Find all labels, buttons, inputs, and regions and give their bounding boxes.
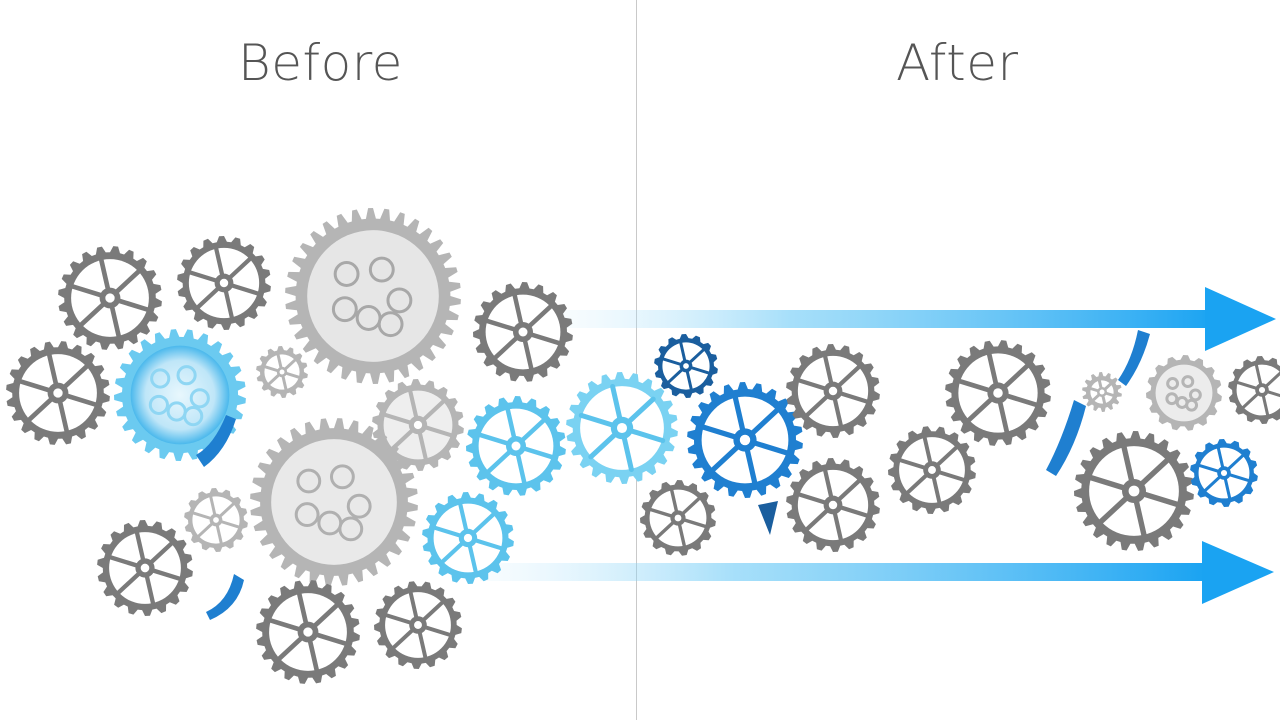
gear-icon [473,282,573,382]
gear-icon [256,346,308,398]
swoosh-accent [196,415,236,467]
gear-icon [786,458,880,552]
gear-icon [114,329,246,461]
gear-icon [97,520,193,616]
panel-divider [636,0,637,720]
gear-icon [58,246,162,350]
before-panel-title: Before [238,34,403,92]
gear-icon [374,581,462,669]
swoosh-accent [1046,400,1086,476]
gear-icon [256,580,360,684]
gear-icon [1190,439,1258,507]
arrow-right-icon [560,287,1276,351]
gear-icon [1074,431,1194,551]
after-panel-title: After [896,34,1019,92]
swoosh-accent [206,574,244,620]
gear-icon [566,372,678,484]
gear-icon [640,480,716,556]
gear-icon [250,418,418,586]
swoosh-accent [1118,330,1150,386]
gear-icon [888,426,976,514]
arrow-right-icon [480,541,1274,604]
gear-icon [1146,355,1222,431]
gear-icon [285,208,461,384]
gear-icon [6,341,110,445]
gear-cluster [6,208,1280,684]
gear-icon [184,488,248,552]
gear-icon [687,382,803,498]
swoosh-accent [758,501,778,535]
gear-icon [1082,372,1122,412]
gear-icon [177,236,271,330]
gear-icon [422,492,514,584]
gear-icon [786,344,880,438]
gear-icon [945,340,1051,446]
gear-icon [654,334,718,398]
gear-icon [1228,356,1280,424]
gear-icon [466,396,566,496]
